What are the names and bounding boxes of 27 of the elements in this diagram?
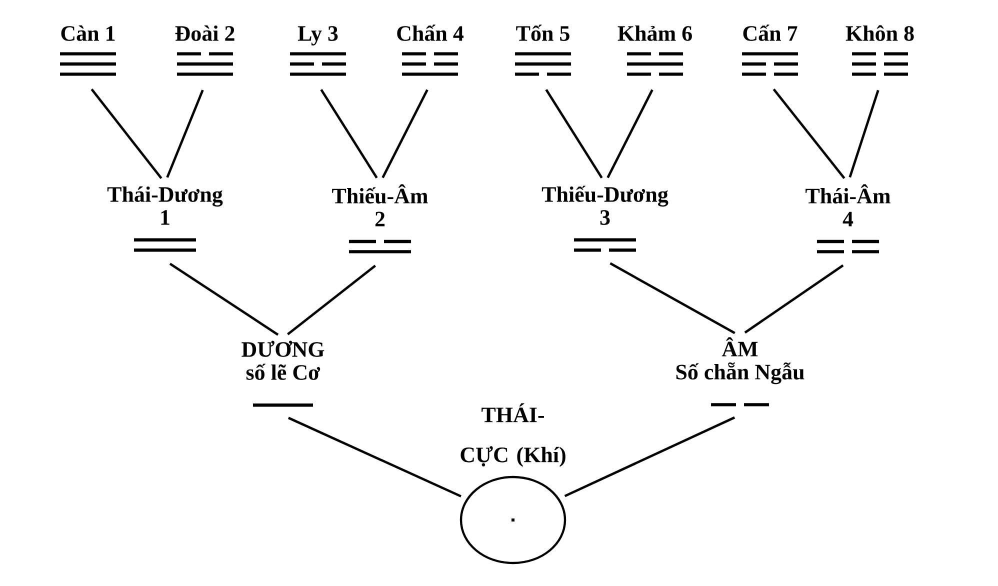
connector-line [545, 88, 603, 179]
connector-line [564, 416, 736, 498]
connector-line [90, 88, 162, 180]
connector-line [772, 88, 846, 180]
connector-line [848, 90, 880, 178]
connector-line [169, 262, 279, 336]
trigram: Tốn 5 [515, 24, 571, 76]
connector-line [382, 89, 428, 178]
trigram: Khảm 6 [618, 25, 692, 76]
trigram: Cấn 7 [742, 24, 798, 76]
trigram: Đoài 2 [175, 25, 234, 76]
digram: Thiếu-Dương 3 [542, 186, 668, 252]
trigram: Khôn 8 [846, 25, 914, 76]
connector-line [166, 90, 204, 178]
digram: Thái-Âm 4 [806, 184, 890, 254]
connector-line [286, 264, 376, 336]
digram: Thái-Dương 1 [107, 186, 223, 252]
trigram: Chấn 4 [397, 24, 464, 76]
connector-line [606, 89, 654, 178]
trigram: Càn 1 [60, 25, 116, 76]
connector-line [610, 262, 736, 334]
connector-line [744, 264, 844, 334]
trigram: Ly 3 [290, 26, 346, 76]
circle-heading: THÁI-CỰC (Khí) [460, 403, 566, 467]
connector-line [288, 416, 462, 498]
digram: Thiếu-Âm 2 [332, 184, 428, 254]
connector-line [320, 88, 378, 179]
